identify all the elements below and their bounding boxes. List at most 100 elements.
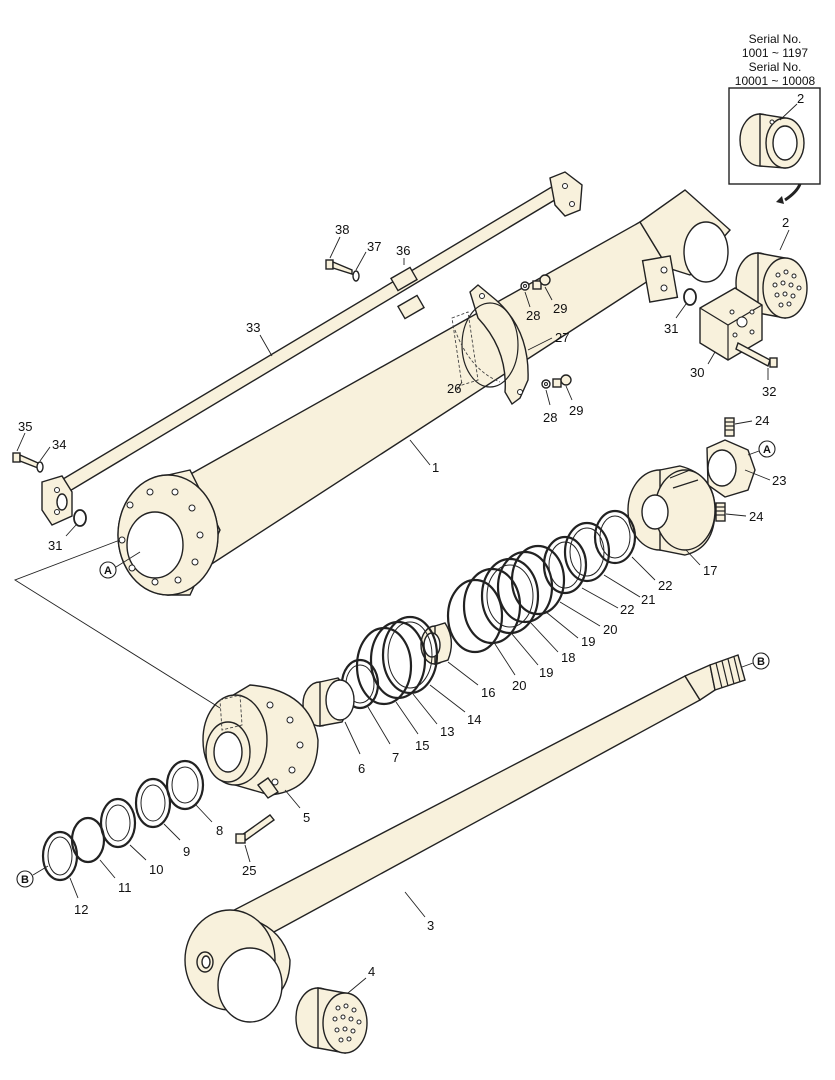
callout-33: 33 (246, 320, 260, 335)
flange-bolt-holes (118, 488, 204, 586)
bolt-part-29-upper (532, 274, 551, 290)
seal-part-19-upper (496, 550, 554, 624)
callout-13: 13 (440, 724, 454, 739)
bolt-part-32 (735, 341, 778, 368)
set-screw-part-24-upper (724, 417, 735, 437)
callout-32: 32 (762, 384, 776, 399)
callout-15: 15 (415, 738, 429, 753)
callout-23: 23 (772, 473, 786, 488)
serial-line-1: Serial No. (749, 32, 802, 46)
inset-arrow (784, 183, 802, 202)
ref-mark-a-1-circle (99, 561, 117, 579)
callout-24-lower: 24 (749, 509, 763, 524)
callout-5: 5 (303, 810, 310, 825)
bushing-4-grease-holes (332, 1003, 362, 1043)
washer-part-37 (352, 270, 360, 282)
callout-18: 18 (561, 650, 575, 665)
callout-4: 4 (368, 964, 375, 979)
ref-mark-a-2: A (763, 444, 771, 456)
ref-mark-a-1: A (104, 565, 112, 577)
callout-20-lower: 20 (512, 678, 526, 693)
callout-16: 16 (481, 685, 495, 700)
piston-rod-part-3 (184, 654, 746, 1023)
wear-ring-part-21 (563, 521, 611, 583)
washer-part-28-upper (520, 281, 530, 291)
nut-part-23: 23 (706, 439, 786, 498)
callout-31-left: 31 (48, 538, 62, 553)
bolt-part-35 (12, 452, 39, 470)
washer-part-34 (36, 461, 44, 473)
serial-line-4: 10001 ~ 10008 (735, 74, 816, 88)
callout-31-right: 31 (664, 321, 678, 336)
seal-part-10 (99, 797, 137, 849)
bolt-part-25 (235, 814, 276, 844)
callout-19-upper: 19 (581, 634, 595, 649)
serial-inset: Serial No. 1001 ~ 1197 Serial No. 10001 … (728, 32, 821, 204)
washer-part-28-lower (541, 379, 551, 389)
callout-17: 17 (703, 563, 717, 578)
callout-8: 8 (216, 823, 223, 838)
callout-26: 26 (447, 381, 461, 396)
rod-cover-part-5 (202, 684, 319, 799)
piston-part-17 (627, 465, 716, 556)
callout-24-upper: 24 (755, 413, 769, 428)
callout-28-lower: 28 (543, 410, 557, 425)
ref-mark-b-1-circle (16, 870, 34, 888)
callout-11: 11 (118, 880, 132, 895)
leader-2-inset (779, 103, 798, 121)
callout-9: 9 (183, 844, 190, 859)
callout-27: 27 (555, 330, 569, 345)
o-ring-part-31-left (73, 509, 87, 527)
bolt-part-29-lower (552, 374, 572, 388)
port-block-part-30 (699, 287, 763, 361)
callout-6: 6 (358, 761, 365, 776)
ref-mark-b-2: B (757, 656, 765, 668)
pipe-clamp-part-36: 36 (390, 243, 425, 320)
inset-bushing-part-2 (739, 113, 805, 169)
callout-10: 10 (149, 862, 163, 877)
callout-37: 37 (367, 239, 381, 254)
callout-30: 30 (690, 365, 704, 380)
callout-35: 35 (18, 419, 32, 434)
seal-part-22-lower (542, 535, 588, 595)
callout-2: 2 (782, 215, 789, 230)
callout-36: 36 (396, 243, 410, 258)
callout-14: 14 (467, 712, 481, 727)
callout-22-lower: 22 (620, 602, 634, 617)
callout-19-lower: 19 (539, 665, 553, 680)
o-ring-part-31-right (683, 288, 697, 306)
ref-a-leader (13, 539, 221, 709)
set-screw-part-24-lower (715, 502, 726, 522)
clamp-band-part-27: 27 26 (447, 284, 569, 406)
seal-part-15 (355, 626, 413, 706)
ref-mark-a-2-circle (758, 440, 776, 458)
callout-20-upper: 20 (603, 622, 617, 637)
callout-29-upper: 29 (553, 301, 567, 316)
serial-line-3: Serial No. (749, 60, 802, 74)
ref-mark-b-1: B (21, 874, 29, 886)
inset-arrowhead (776, 196, 784, 204)
pipe-part-33: 33 (41, 171, 583, 526)
callout-29-lower: 29 (569, 403, 583, 418)
seal-part-9 (134, 777, 172, 829)
callout-12: 12 (74, 902, 88, 917)
callout-21: 21 (641, 592, 655, 607)
serial-line-2: 1001 ~ 1197 (742, 46, 809, 60)
callout-1: 1 (432, 460, 439, 475)
bushing-part-2 (735, 252, 808, 319)
callout-34: 34 (52, 437, 66, 452)
callout-7: 7 (392, 750, 399, 765)
seal-part-22-upper (593, 509, 637, 565)
callout-3: 3 (427, 918, 434, 933)
callout-28-upper: 28 (526, 308, 540, 323)
callout-22-upper: 22 (658, 578, 672, 593)
callout-2-inset: 2 (797, 91, 804, 106)
bolt-part-38 (325, 259, 353, 275)
backup-ring-part-20-lower (446, 578, 504, 654)
callout-25: 25 (242, 863, 256, 878)
bushing-grease-holes (772, 269, 802, 308)
dust-seal-part-8 (165, 759, 205, 811)
callout-38: 38 (335, 222, 349, 237)
bushing-part-6 (302, 677, 355, 727)
